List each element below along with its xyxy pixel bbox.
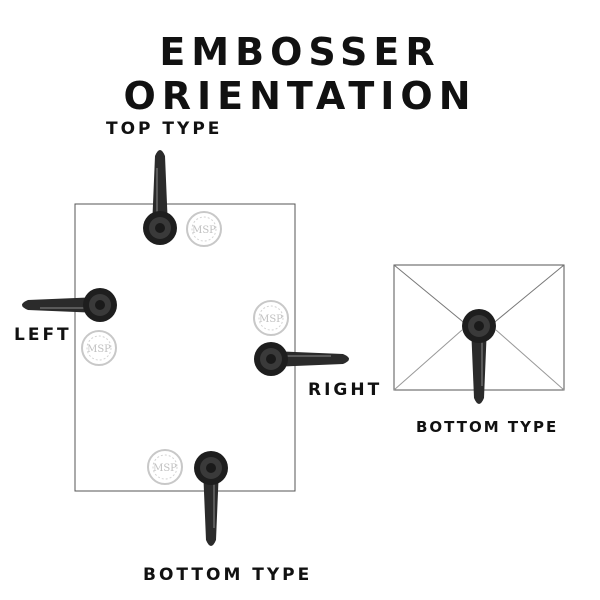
embosser-left-icon — [22, 288, 117, 322]
embosser-right-icon — [254, 342, 349, 376]
paper-sheet — [74, 203, 296, 492]
embosser-top-icon — [143, 150, 177, 245]
label-top-type: TOP TYPE — [106, 119, 223, 139]
label-left: LEFT — [14, 325, 72, 345]
page-title: EMBOSSER ORIENTATION — [123, 30, 477, 118]
label-right: RIGHT — [308, 380, 383, 400]
label-bottom-type: BOTTOM TYPE — [143, 565, 313, 585]
label-envelope-bottom-type: BOTTOM TYPE — [416, 418, 559, 436]
embosser-bottom-icon — [194, 451, 228, 546]
